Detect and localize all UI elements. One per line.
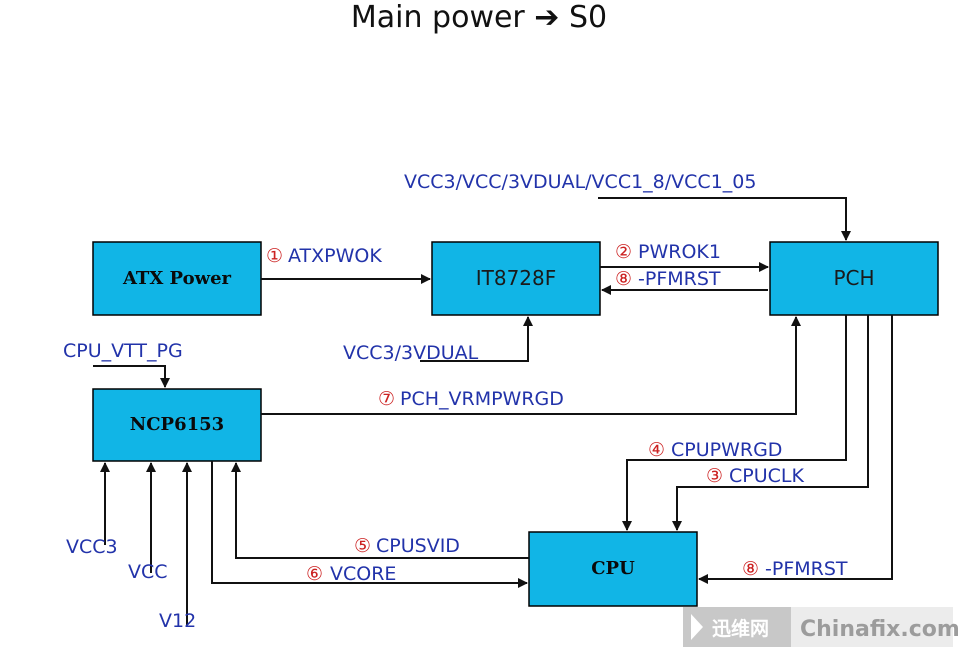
pch-vrmpwrgd-number: ⑦ [378, 388, 395, 410]
vcore-wire [211, 461, 528, 588]
pfmrst-it-label: -PFMRST [638, 268, 721, 290]
watermark-en: Chinafix.com [800, 617, 958, 642]
watermark-cn: 迅维网 [712, 617, 769, 640]
cpuclk-number: ③ [706, 465, 723, 487]
cpuclk-wire [672, 315, 869, 531]
chinafix-watermark: 迅维网 Chinafix.com [683, 607, 958, 647]
ncp6153-block: NCP6153 [92, 388, 262, 462]
pch-vrmpwrgd-label: PCH_VRMPWRGD [400, 388, 564, 410]
pch-rail-wire [598, 197, 851, 241]
cpupwrgd-label: CPUPWRGD [671, 439, 782, 461]
vcore-label: VCORE [330, 563, 396, 585]
chinafix-logo-icon [691, 614, 703, 640]
atx-power-block: ATX Power [92, 241, 262, 316]
pwrok1-label: PWROK1 [638, 241, 721, 263]
pfmrst-cpu-label: -PFMRST [765, 558, 848, 580]
cpu-label: CPU [591, 558, 635, 579]
pch-label: PCH [833, 266, 874, 290]
cpusvid-number: ⑤ [354, 535, 371, 557]
pwrok1-number: ② [615, 241, 632, 263]
cpupwrgd-wire [622, 315, 847, 531]
it8728f-label: IT8728F [476, 266, 557, 290]
page-title: Main power ➔ S0 [350, 0, 608, 35]
pch-block: PCH [769, 241, 939, 316]
vcc-label: VCC [128, 561, 168, 583]
cpupwrgd-number: ④ [648, 439, 665, 461]
ncp6153-label: NCP6153 [130, 414, 224, 435]
it-rail-wire [420, 316, 533, 362]
cpusvid-wire [231, 462, 529, 559]
pfmrst-cpu-number: ⑧ [742, 558, 759, 580]
atx-power-label: ATX Power [122, 268, 232, 289]
vcc3-label: VCC3 [66, 536, 118, 558]
atxpwok-label: ATXPWOK [288, 245, 382, 267]
cpu-block: CPU [528, 531, 698, 607]
pfmrst-to-cpu-wire [698, 315, 893, 584]
v12-label: V12 [159, 610, 196, 632]
cpusvid-label: CPUSVID [376, 535, 460, 557]
vcore-number: ⑥ [306, 563, 323, 585]
cpu-vtt-pg-label: CPU_VTT_PG [63, 340, 183, 362]
pfmrst-it-number: ⑧ [615, 268, 632, 290]
it-rail-label: VCC3/3VDUAL [343, 342, 479, 364]
cpu-vtt-pg-wire [93, 365, 170, 388]
pch-vrmpwrgd-wire [261, 316, 801, 415]
it8728f-block: IT8728F [431, 241, 601, 316]
pch-rail-label: VCC3/VCC/3VDUAL/VCC1_8/VCC1_05 [404, 171, 756, 193]
cpuclk-label: CPUCLK [729, 465, 804, 487]
atxpwok-number: ① [266, 245, 283, 267]
